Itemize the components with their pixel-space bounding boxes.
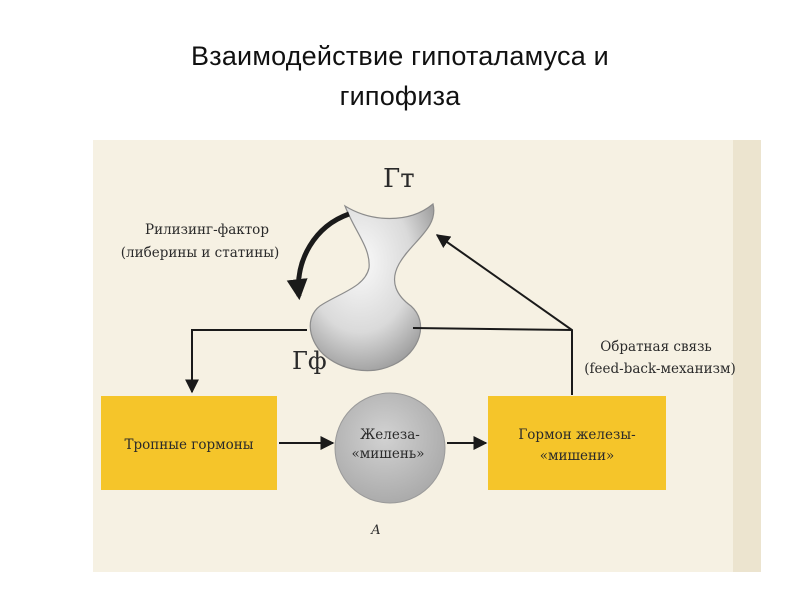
hypothalamus-pituitary-shape [309,202,435,372]
releasing-factor-label-line-2: (либерины и статины) [121,245,279,261]
feedback-label-line-2: (feed-back-механизм) [584,361,735,377]
feedback-to-pituitary-line [412,327,573,331]
feedback-label-line-1: Обратная связь [600,339,712,355]
releasing-factor-arrow [286,211,350,301]
target-gland-label-line-2: «мишень» [352,446,425,462]
tropic-hormones-box [101,396,277,490]
target-gland-label-line-1: Железа- [360,427,420,443]
pituitary-label: Гф [292,347,327,375]
hypothalamus-label: Гт [383,164,415,194]
slide-title-line-1: Взаимодействие гипоталамуса и [191,41,609,71]
diagram-canvas: Гт Гф Рилизинг-фактор (либерины и статин… [93,140,761,572]
tropic-hormones-label: Тропные гормоны [124,437,253,453]
slide-title: Взаимодействие гипоталамуса и гипофиза [60,36,740,116]
diagram-figure: Гт Гф Рилизинг-фактор (либерины и статин… [93,140,761,572]
figure-edge-shadow [733,140,761,572]
figure-letter-label: А [370,523,381,538]
target-hormone-box [488,396,666,490]
target-hormone-label-line-2: «мишени» [540,448,615,464]
pituitary-to-tropic-line [185,329,307,394]
target-hormone-label-line-1: Гормон железы- [518,427,635,443]
target-gland-circle [334,392,446,504]
figure-background [93,140,761,572]
releasing-factor-label-line-1: Рилизинг-фактор [145,222,269,238]
slide-title-line-2: гипофиза [339,81,461,111]
